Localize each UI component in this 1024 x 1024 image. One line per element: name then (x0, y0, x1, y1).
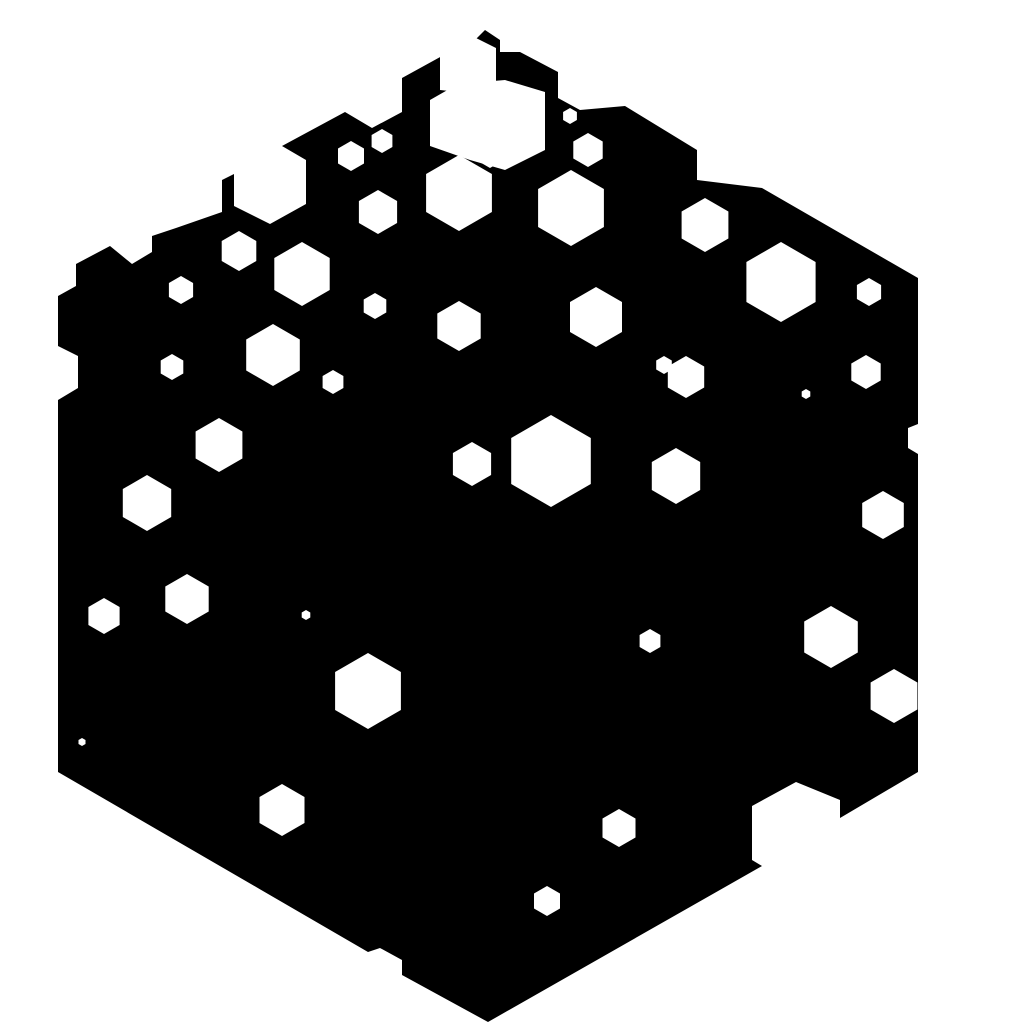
hexagon-hole (246, 324, 300, 386)
hexagon-hole (870, 669, 918, 723)
hexagon-hole (651, 448, 701, 504)
hexagon-hole (371, 129, 393, 153)
hexagon-hole (78, 738, 86, 746)
hexagon-hole (804, 606, 858, 668)
hexagon-hole (534, 886, 560, 916)
hexagon-hole (259, 784, 305, 836)
hexagon-hole (570, 287, 622, 347)
hexagon-hole (437, 301, 481, 351)
hexagon-hole (122, 475, 172, 531)
hexagon-hole (573, 133, 603, 167)
top-notch-2 (440, 35, 496, 94)
hexagon-hole (862, 491, 904, 539)
hexagon-hole (322, 370, 344, 394)
hexagon-hole (455, 88, 525, 168)
hexagon-hole (221, 231, 257, 271)
hexagon-hole (338, 141, 364, 171)
hexagon-hole (168, 276, 194, 304)
hexagon-hole (746, 242, 816, 322)
hexagon-hole (851, 355, 881, 389)
hexagon-hole (563, 108, 577, 124)
hexagon-hole (426, 155, 492, 231)
large-hexagon-shape (58, 30, 918, 1022)
hexagon-hole (452, 442, 492, 486)
hexagon-hole (602, 809, 636, 847)
hexagon-hole (195, 418, 243, 472)
hexagon-hole (363, 293, 387, 319)
hexagon-hole (639, 629, 661, 653)
hexagon-hole (667, 356, 705, 398)
hexagon-hole (801, 389, 811, 399)
hexagon-hole (88, 598, 120, 634)
hexagon-hole (856, 278, 882, 306)
hexagon-hole (538, 170, 604, 246)
hexagon-hole (681, 198, 729, 252)
hexagon-holes (78, 88, 918, 916)
hexagon-hole (335, 653, 401, 729)
hexagon-hole (160, 354, 184, 380)
hexagon-hole (301, 610, 311, 620)
hexagon-hole (165, 574, 209, 624)
hexagon-hole (358, 190, 398, 234)
hexagon-hole (511, 415, 591, 507)
hexagon-hole (274, 242, 330, 306)
